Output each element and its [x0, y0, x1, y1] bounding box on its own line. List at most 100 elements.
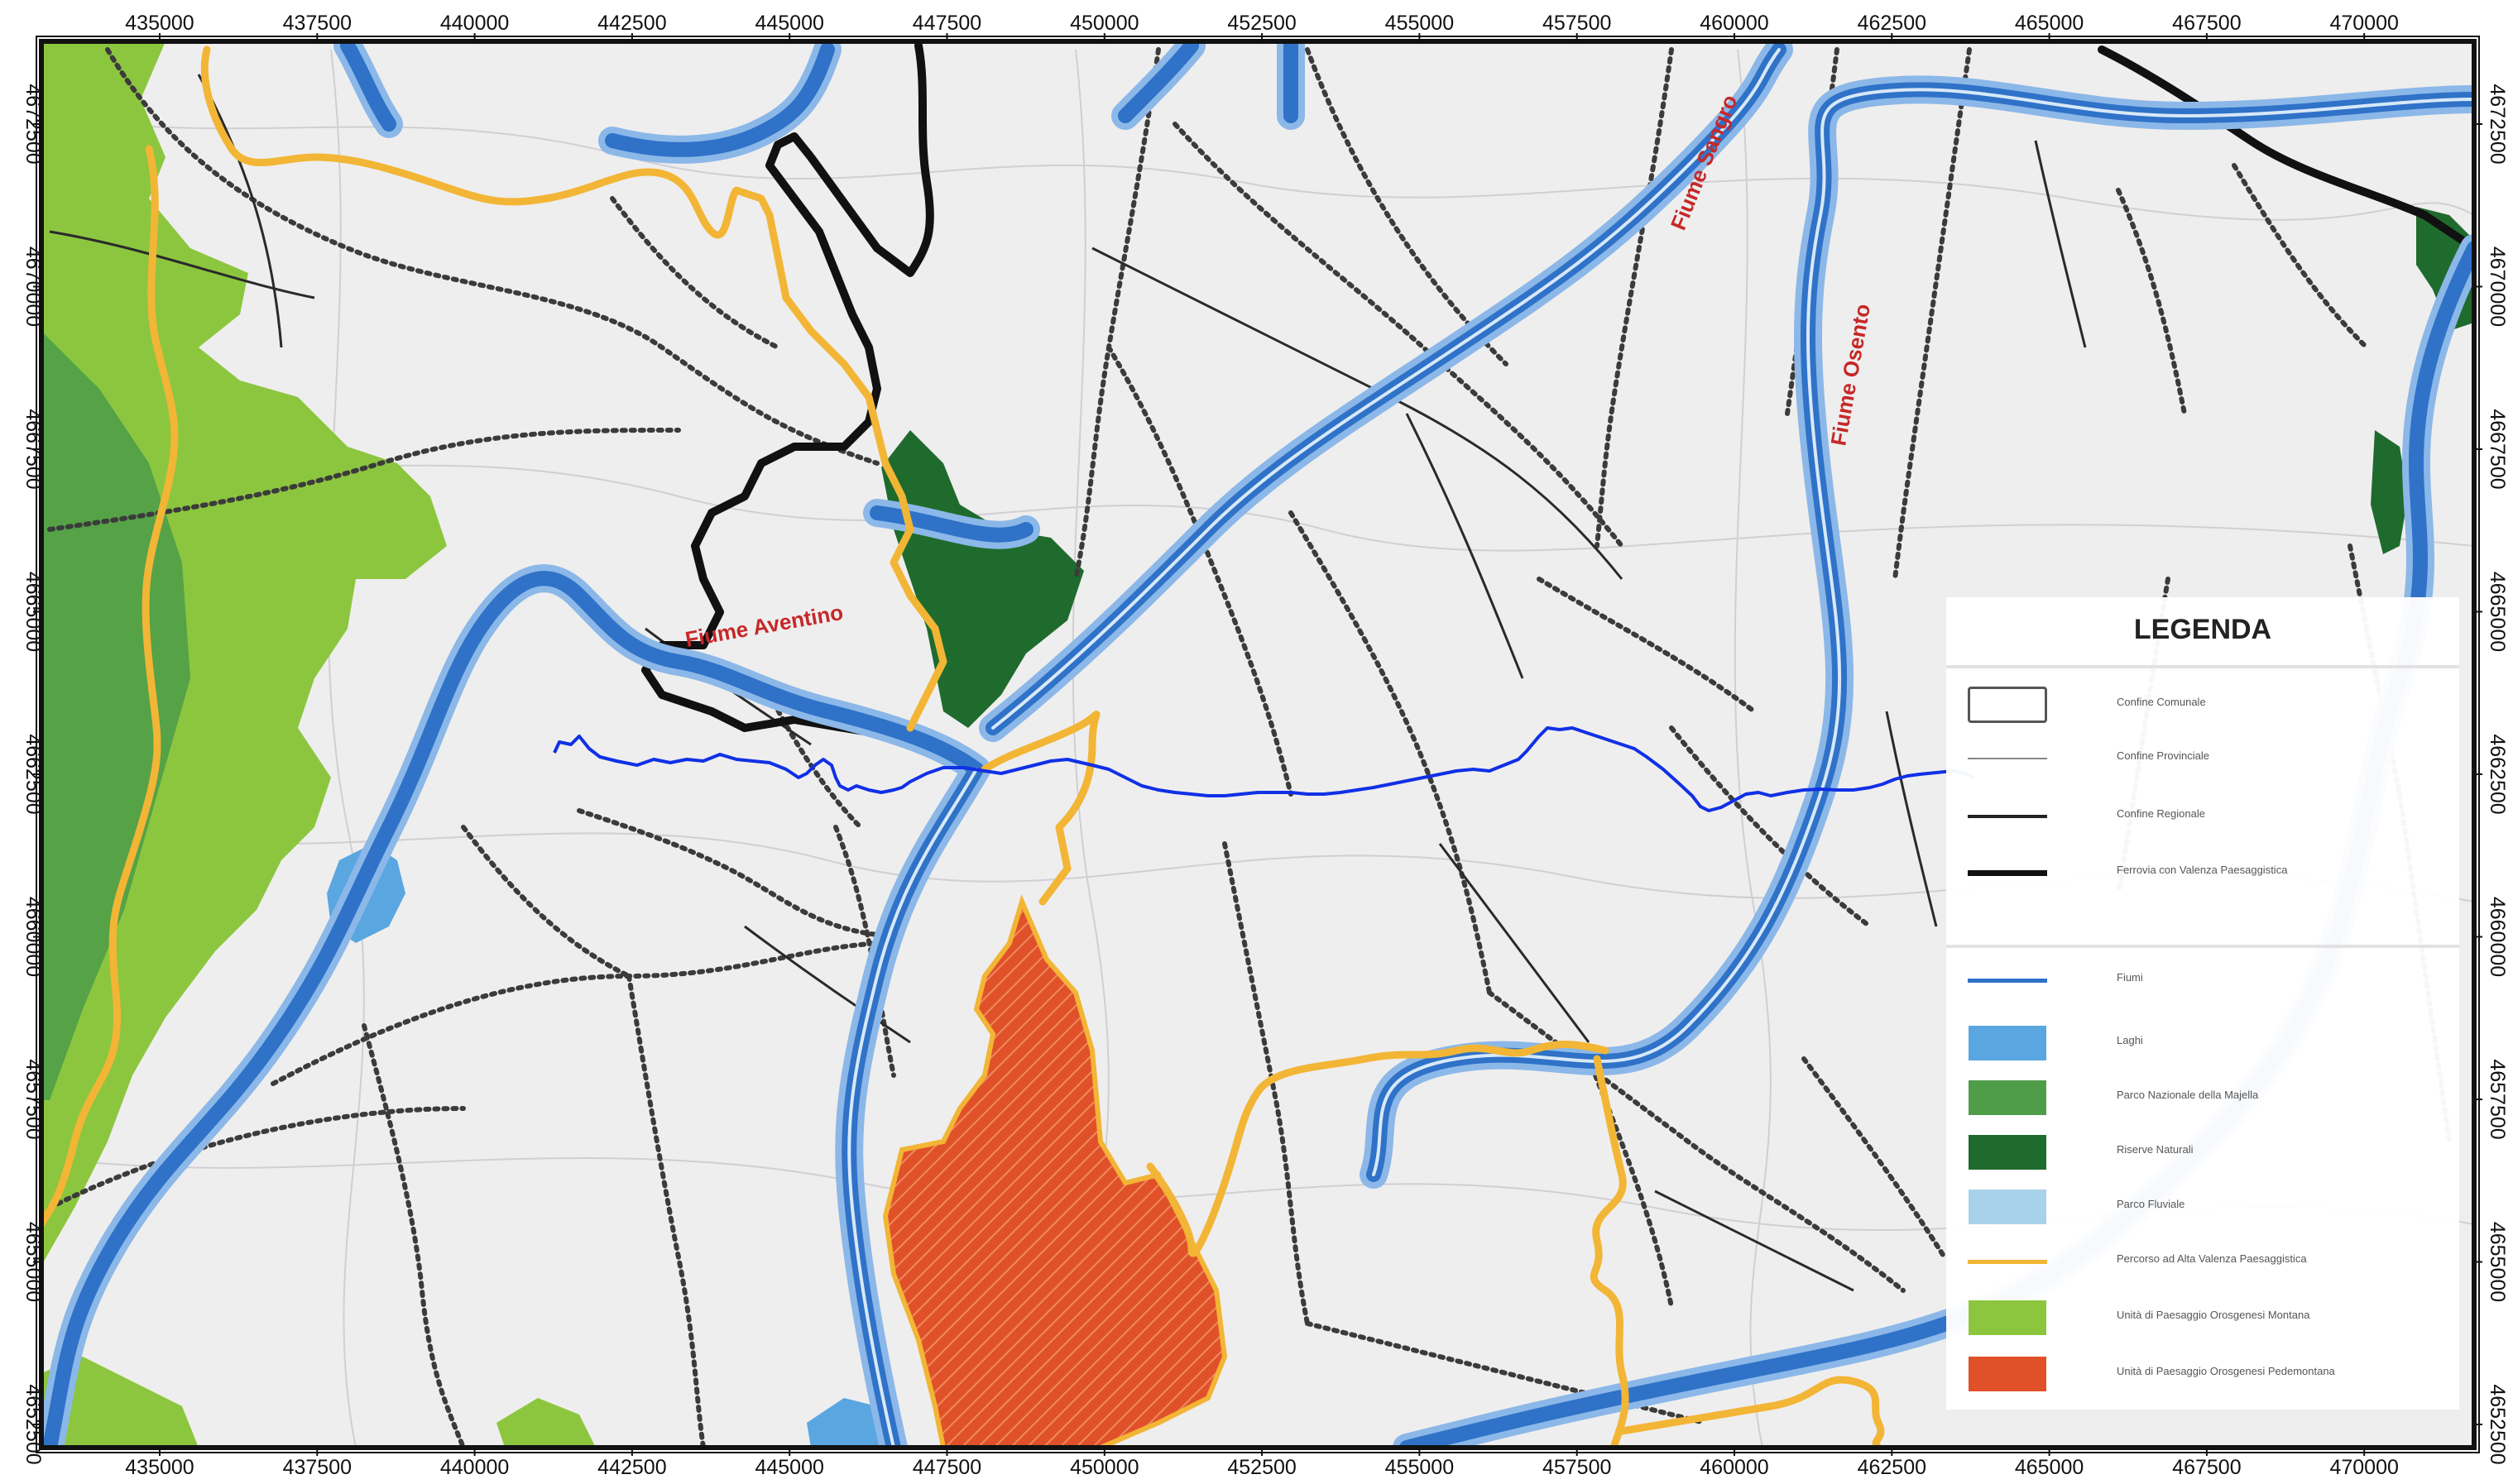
y-tick-label: 4652500	[22, 1384, 45, 1464]
x-tick-label: 455000	[1385, 1456, 1454, 1479]
scenic-paths	[41, 45, 1885, 1448]
x-tick-label: 465000	[2015, 1456, 2084, 1479]
legend-item: Confine Comunale	[1946, 684, 2459, 725]
x-axis-bottom: 435000 437500 440000 442500 445000 447500 4500…	[125, 1448, 2399, 1479]
y-axis-left: 4672500 4670000 4667500 4665000 4662500 46600…	[22, 84, 45, 1464]
legend-label: Confine Provinciale	[2117, 749, 2210, 762]
legend-symbol-fill	[1968, 1356, 2047, 1392]
reserve-central	[881, 430, 1084, 728]
y-tick-label: 4667500	[2486, 409, 2509, 489]
map-frame-outer	[36, 36, 2480, 1453]
y-tick-label: 4665000	[2486, 572, 2509, 652]
x-tick-label: 452500	[1227, 1456, 1296, 1479]
legend-label: Fiumi	[2117, 971, 2143, 984]
x-tick-label: 447500	[913, 12, 981, 35]
legend-label: Riserve Naturali	[2117, 1143, 2194, 1156]
legend-symbol-fill	[1968, 1300, 2047, 1336]
legend-symbol-thick-line	[1968, 869, 2047, 876]
x-tick-label: 465000	[2015, 12, 2084, 35]
x-tick-label: 452500	[1227, 12, 1296, 35]
y-tick-label: 4672500	[22, 84, 45, 164]
x-tick-label: 435000	[125, 12, 194, 35]
x-tick-label: 450000	[1070, 12, 1139, 35]
legend-symbol-path-line	[1968, 1259, 2047, 1264]
y-tick-label: 4665000	[22, 572, 45, 652]
x-tick-label: 447500	[913, 1456, 981, 1479]
x-tick-label: 462500	[1858, 12, 1926, 35]
x-tick-label: 467500	[2172, 12, 2241, 35]
y-tick-label: 4660000	[2486, 897, 2509, 977]
x-tick-label: 455000	[1385, 12, 1454, 35]
legend-label: Unità di Paesaggio Orosgenesi Montana	[2117, 1309, 2310, 1321]
y-tick-label: 4660000	[22, 897, 45, 977]
legend-label: Ferrovia con Valenza Paesaggistica	[2117, 864, 2288, 876]
x-tick-label: 437500	[283, 1456, 352, 1479]
x-tick-label: 442500	[597, 1456, 666, 1479]
legend-label: Parco Nazionale della Majella	[2117, 1089, 2259, 1101]
x-tick-label: 440000	[440, 1456, 509, 1479]
legend-label: Confine Regionale	[2117, 807, 2205, 820]
legend-item: Confine Regionale	[1946, 796, 2459, 837]
x-tick-label: 457500	[1542, 12, 1611, 35]
legend-label: Laghi	[2117, 1034, 2143, 1046]
x-tick-label: 460000	[1700, 1456, 1768, 1479]
legend-title: LEGENDA	[2133, 614, 2272, 645]
legend-symbol-thin-line	[1968, 758, 2047, 759]
x-tick-label: 445000	[755, 12, 823, 35]
x-tick-label: 437500	[283, 12, 352, 35]
x-tick-label: 460000	[1700, 12, 1768, 35]
legend-item: Ferrovia con Valenza Paesaggistica	[1946, 852, 2459, 893]
legend-item: Unità di Paesaggio Orosgenesi Montana	[1946, 1297, 2459, 1338]
x-tick-label: 435000	[125, 1456, 194, 1479]
x-tick-label: 450000	[1070, 1456, 1139, 1479]
y-tick-label: 4655000	[22, 1222, 45, 1302]
legend-item: Laghi	[1946, 1022, 2459, 1064]
x-tick-label: 440000	[440, 12, 509, 35]
legend-symbol-fill	[1968, 1025, 2047, 1061]
legend-item: Riserve Naturali	[1946, 1132, 2459, 1173]
legend-symbol-river-line	[1968, 978, 2047, 983]
montane-unit-patch	[496, 1398, 596, 1448]
y-axis-right: 4672500 4670000 4667500 4665000 4662500 46600…	[2474, 84, 2509, 1465]
y-tick-label: 4652500	[2486, 1384, 2509, 1464]
legend-divider	[1946, 665, 2459, 668]
y-tick-label: 4662500	[22, 734, 45, 814]
legend-item: Confine Provinciale	[1946, 738, 2459, 779]
y-tick-label: 4672500	[2486, 84, 2509, 164]
legend-symbol-line	[1968, 815, 2047, 818]
legend-label: Parco Fluviale	[2117, 1198, 2185, 1210]
legend-item: Percorso ad Alta Valenza Paesaggistica	[1946, 1241, 2459, 1282]
x-tick-label: 462500	[1858, 1456, 1926, 1479]
y-tick-label: 4655000	[2486, 1222, 2509, 1302]
legend-divider	[1946, 945, 2459, 948]
legend-symbol-fill	[1968, 1134, 2047, 1170]
route-line	[553, 726, 1974, 812]
x-tick-label: 467500	[2172, 1456, 2241, 1479]
y-tick-label: 4657500	[2486, 1059, 2509, 1139]
y-tick-label: 4670000	[22, 247, 45, 327]
montane-unit-area	[41, 41, 447, 1266]
x-tick-label: 457500	[1542, 1456, 1611, 1479]
y-tick-label: 4667500	[22, 409, 45, 489]
legend-item: Parco Nazionale della Majella	[1946, 1077, 2459, 1118]
legend-symbol-fill	[1968, 1189, 2047, 1225]
y-tick-label: 4657500	[22, 1059, 45, 1139]
legend-item: Fiumi	[1946, 960, 2459, 1001]
legend-item: Unità di Paesaggio Orosgenesi Pedemontan…	[1946, 1353, 2459, 1395]
piedmont-unit-area	[882, 894, 1228, 1448]
y-tick-label: 4662500	[2486, 734, 2509, 814]
legend-symbol-outline-box	[1968, 687, 2047, 723]
x-tick-label: 442500	[597, 12, 666, 35]
legend-item: Parco Fluviale	[1946, 1186, 2459, 1228]
legend-label: Unità di Paesaggio Orosgenesi Pedemontan…	[2117, 1365, 2335, 1377]
y-tick-label: 4670000	[2486, 247, 2509, 327]
legend-label: Percorso ad Alta Valenza Paesaggistica	[2117, 1252, 2307, 1265]
legend-symbol-fill	[1968, 1079, 2047, 1116]
legend-label: Confine Comunale	[2117, 696, 2206, 708]
montane-unit-south	[41, 1357, 199, 1448]
x-tick-label: 445000	[755, 1456, 823, 1479]
x-axis-top: 435000 437500 440000 442500 445000 447500 4500…	[125, 12, 2399, 41]
map-frame	[39, 39, 2477, 1450]
reserve-east-mid	[2371, 430, 2408, 554]
